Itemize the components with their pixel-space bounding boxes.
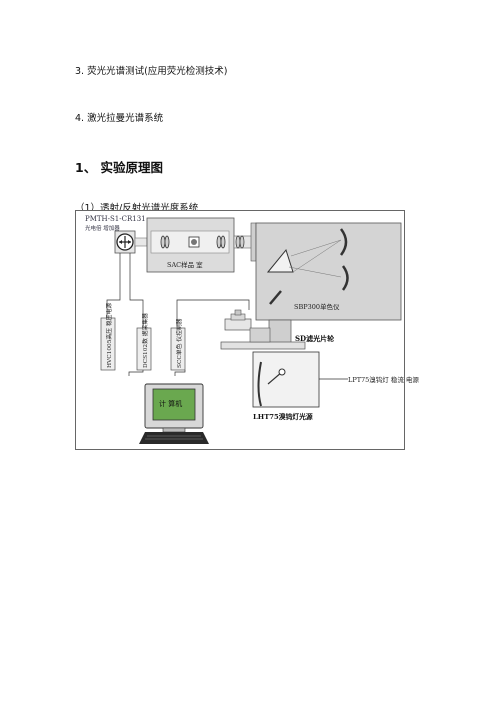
filter-wheel: SD滤光片轮 [220,309,334,350]
system-diagram: PMTH-S1-CR131 光电倍 增加器 SAC样品 室 [75,210,419,450]
pmt-detector-icon [114,230,136,254]
subsection-title: （1）透射/反射光谱光度系统 [75,203,199,214]
sample-room: SAC样品 室 [146,217,235,273]
list-item-4: 4. 激光拉曼光谱系统 [75,113,164,124]
computer-label: 计 算机 [159,399,182,408]
dcs-label: DCS102数 据采集器 [141,313,149,368]
pmt-desc-label: 光电倍 增加器 [85,224,120,232]
sample-room-label: SAC样品 室 [167,260,203,269]
monochromator: SBP300单色仪 [255,222,402,321]
dcs-data-collector: DCS102数 据采集器 [136,313,152,371]
scc-controller: SCC单色 仪控制器 [170,318,186,371]
lamp-house-label: LHT75溴钨灯光源 [253,412,313,421]
pmt-model-label: PMTH-S1-CR131 [85,215,146,223]
mono-column [268,319,292,345]
filter-wheel-label: SD滤光片轮 [295,334,334,343]
hv-power-label: HVC1005高压 稳压电源 [105,303,113,368]
list-item-3: 3. 荧光光谱测试(应用荧光检测技术) [75,66,228,77]
connection-wires [106,253,348,380]
lamp-house: LHT75溴钨灯光源 [252,351,320,421]
tube-1 [134,237,148,247]
lamp-supply-label: LPT75溴钨灯 稳流 电源 [348,375,419,384]
hv-power-supply: HVC1005高压 稳压电源 [100,303,116,371]
scc-label: SCC单色 仪控制器 [175,318,183,368]
computer-icon: 计 算机 [139,383,209,444]
mono-label: SBP300单色仪 [294,302,340,311]
section-title: 1、 实验原理图 [75,160,164,175]
